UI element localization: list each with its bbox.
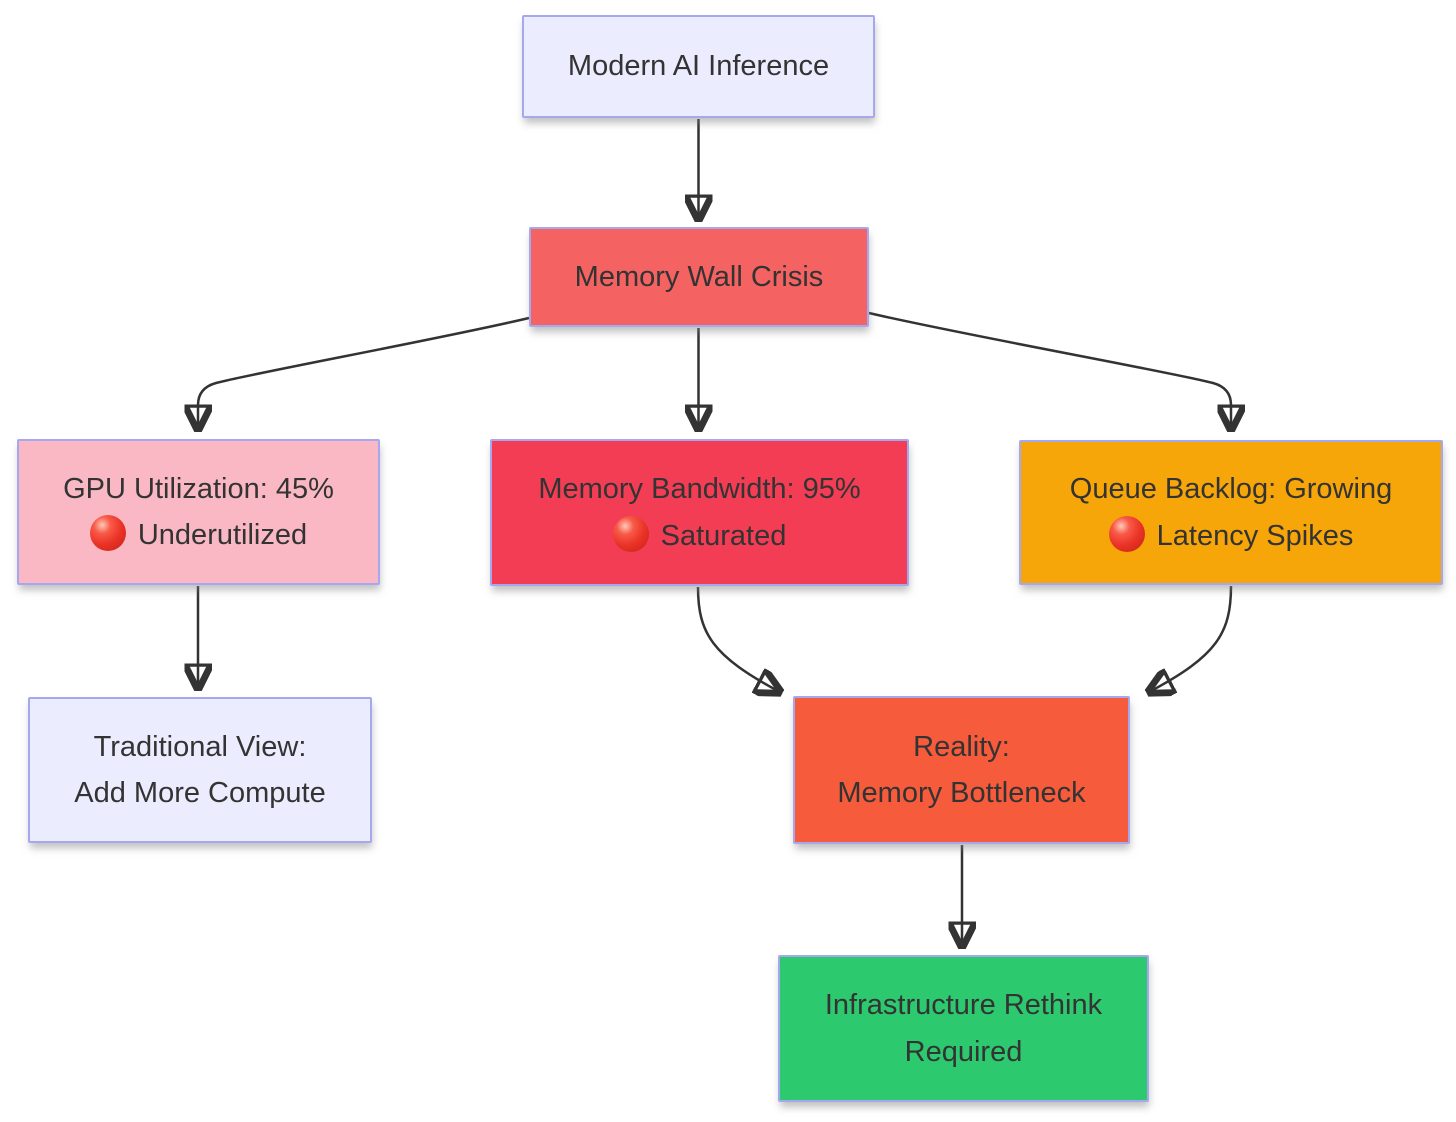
node-label-line1: Infrastructure Rethink	[824, 989, 1103, 1022]
node-label-line2: Add More Compute	[74, 777, 326, 809]
node-label-line1: GPU Utilization: 45%	[63, 472, 334, 505]
node-reality-bottleneck: Reality: Memory Bottleneck	[793, 696, 1130, 844]
node-memory-bandwidth: Memory Bandwidth: 95% Saturated	[490, 439, 909, 586]
node-label-line1: Memory Bandwidth: 95%	[538, 473, 861, 506]
node-memory-wall-crisis: Memory Wall Crisis	[529, 227, 869, 327]
edge-bandwidth-to-reality	[696, 586, 780, 692]
node-modern-ai-inference: Modern AI Inference	[522, 15, 875, 118]
edge-crisis-to-queue	[868, 311, 1231, 429]
node-gpu-utilization: GPU Utilization: 45% Underutilized	[17, 439, 380, 585]
status-label: Underutilized	[137, 519, 308, 551]
node-label: Memory Wall Crisis	[574, 260, 824, 293]
node-label-line1: Reality:	[913, 730, 1010, 763]
node-label-line2: Required	[904, 1035, 1023, 1068]
node-label-line1: Traditional View:	[93, 730, 307, 763]
red-circle-icon	[612, 515, 649, 552]
node-traditional-view: Traditional View: Add More Compute	[28, 697, 372, 843]
red-circle-icon	[89, 515, 126, 552]
edge-crisis-to-gpu	[198, 316, 530, 429]
edge-queue-to-reality	[1149, 585, 1233, 692]
status-label: Latency Spikes	[1156, 519, 1354, 552]
status-label: Saturated	[660, 519, 787, 552]
node-label-line2: Underutilized	[89, 512, 308, 558]
node-label-line2: Saturated	[612, 513, 787, 559]
node-label-line1: Queue Backlog: Growing	[1069, 473, 1393, 506]
node-label-line2: Memory Bottleneck	[837, 777, 1086, 809]
node-queue-backlog: Queue Backlog: Growing Latency Spikes	[1019, 440, 1443, 585]
node-infrastructure-rethink: Infrastructure Rethink Required	[778, 955, 1149, 1102]
red-circle-icon	[1108, 515, 1145, 552]
node-label-line2: Latency Spikes	[1108, 513, 1354, 559]
node-label: Modern AI Inference	[567, 50, 830, 83]
